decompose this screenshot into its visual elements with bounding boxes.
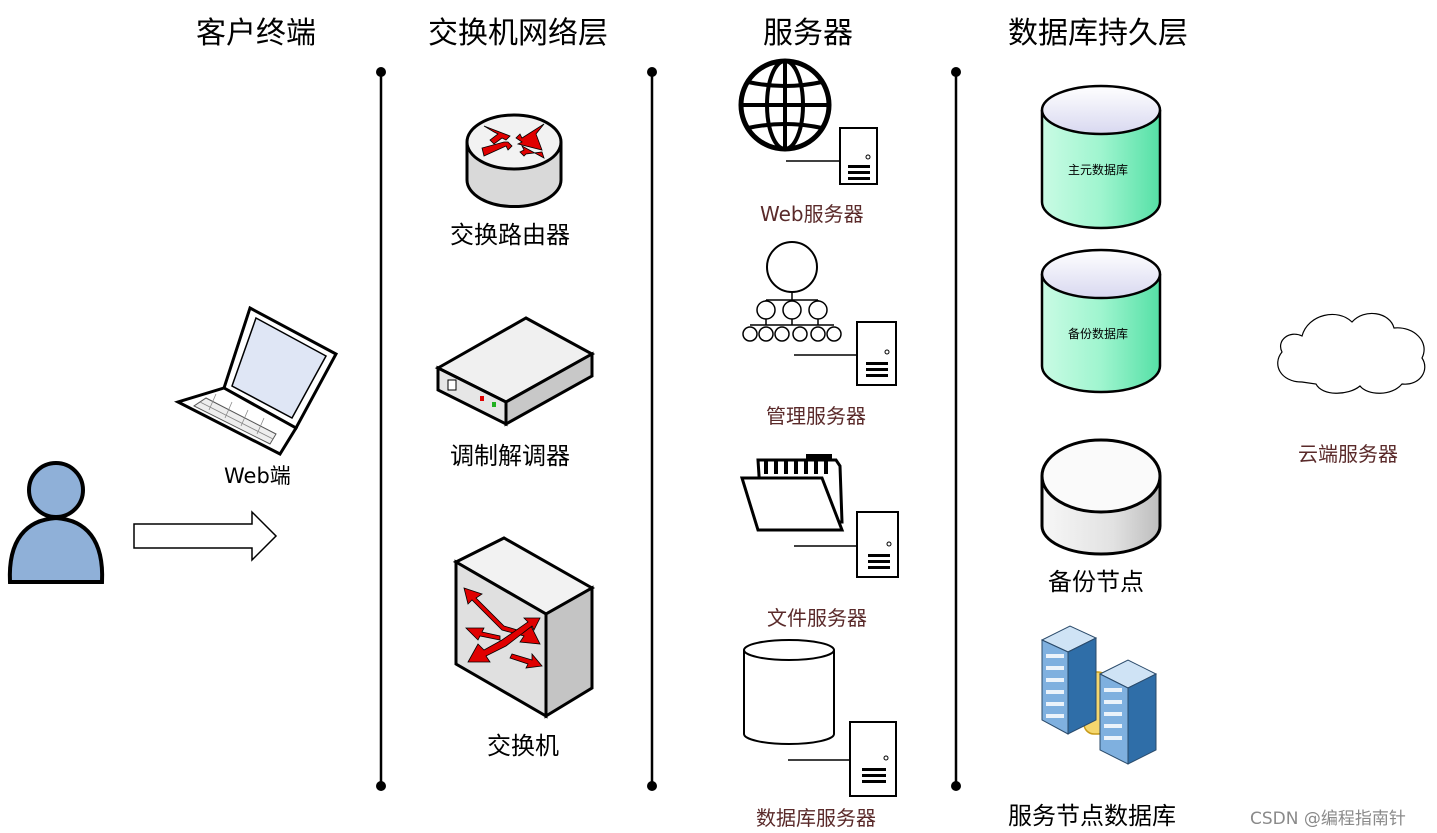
web-server-label: Web服务器	[760, 202, 864, 226]
user-icon	[7, 461, 105, 584]
file-server-label: 文件服务器	[767, 606, 867, 630]
primary-database-label: 主元数据库	[1068, 163, 1129, 177]
backup-node-label: 备份节点	[1048, 568, 1144, 596]
file-server-icon	[739, 454, 899, 578]
switch-icon	[452, 536, 596, 719]
management-server-icon	[742, 241, 897, 386]
service-node-database-icon	[1040, 625, 1158, 765]
laptop-label: Web端	[224, 464, 291, 488]
divider-3	[951, 67, 961, 791]
cloud-server-label: 云端服务器	[1298, 442, 1398, 466]
switch-label: 交换机	[487, 732, 559, 760]
service-node-database-label: 服务节点数据库	[1008, 802, 1176, 830]
web-server-icon	[738, 58, 878, 185]
column-title-client: 客户终端	[196, 16, 316, 51]
router-label: 交换路由器	[450, 221, 570, 249]
column-title-network: 交换机网络层	[428, 16, 608, 51]
backup-node-icon	[1040, 438, 1162, 556]
divider-1	[376, 67, 386, 791]
management-server-label: 管理服务器	[766, 404, 866, 428]
backup-database-label: 备份数据库	[1068, 327, 1129, 341]
backup-database-icon	[1040, 248, 1162, 394]
watermark: CSDN @编程指南针	[1250, 809, 1406, 829]
primary-database-icon	[1040, 84, 1162, 230]
column-title-server: 服务器	[763, 16, 853, 51]
modem-icon	[434, 316, 596, 427]
router-icon	[465, 113, 563, 209]
column-title-database: 数据库持久层	[1008, 16, 1188, 51]
database-server-icon	[743, 639, 897, 797]
database-server-label: 数据库服务器	[756, 806, 876, 830]
modem-label: 调制解调器	[450, 442, 570, 470]
arrow-right-icon	[133, 510, 278, 562]
laptop-icon	[174, 305, 339, 456]
divider-2	[647, 67, 657, 791]
cloud-icon	[1277, 312, 1426, 394]
